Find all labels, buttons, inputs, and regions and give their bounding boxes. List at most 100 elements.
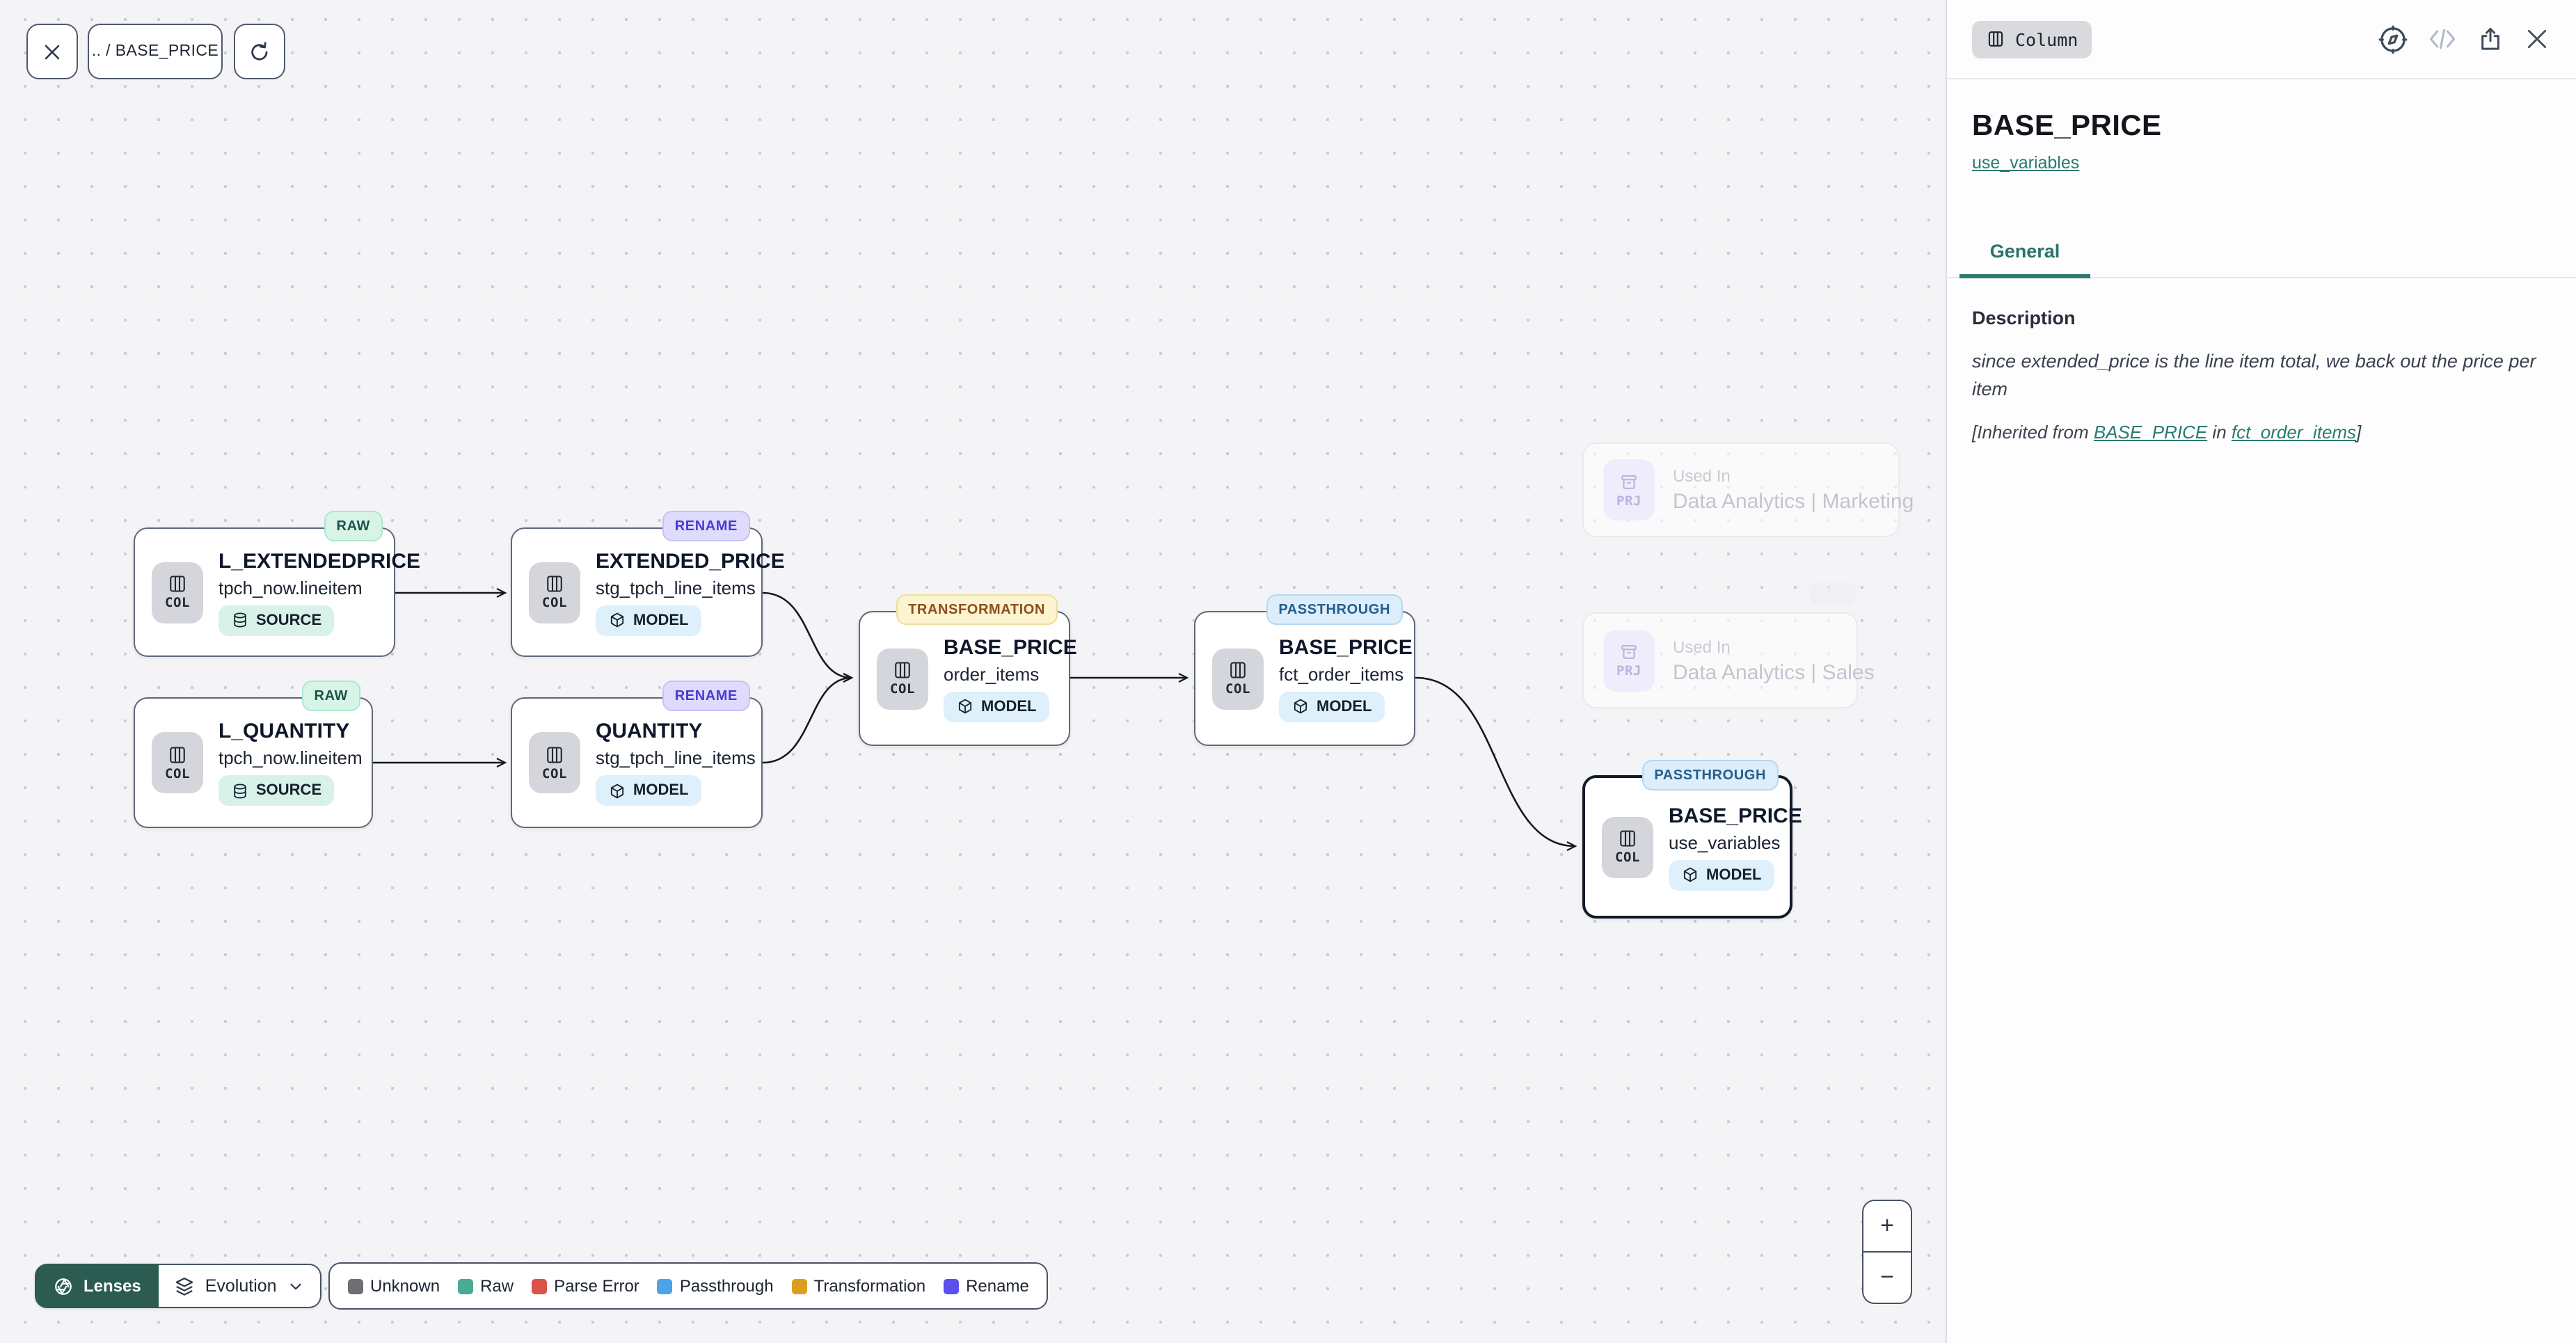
close-panel-button[interactable] [2523,25,2551,53]
cube-icon [1683,867,1697,882]
description-inherited: [Inherited from BASE_PRICE in fct_order_… [1972,421,2551,442]
model-link[interactable]: use_variables [1972,153,2080,173]
model-chip: MODEL [596,775,701,806]
legend-label: Passthrough [679,1276,774,1296]
entity-type-badge: Column [1972,20,2092,58]
zoom-out-button[interactable]: − [1863,1251,1911,1303]
zoom-in-button[interactable]: + [1880,1212,1894,1239]
column-kind-badge: COL [152,562,203,623]
node-type-badge: RENAME [662,681,750,711]
inherited-model-link[interactable]: fct_order_items [2231,421,2357,442]
legend-swatch [532,1278,548,1294]
code-icon [2429,29,2456,49]
node-title: BASE_PRICE [1279,635,1413,659]
project-kind-badge: PRJ [1603,459,1655,520]
legend-swatch [348,1278,363,1294]
column-kind-badge: COL [1602,816,1653,877]
ghost-type-badge [1809,583,1857,604]
panel-subtitle: use_variables [1972,153,2551,173]
view-code-button[interactable] [2427,24,2458,54]
node-quantity[interactable]: RENAME COL QUANTITY stg_tpch_line_items … [511,681,763,828]
chip-label: MODEL [633,612,689,628]
columns-icon [170,575,185,592]
edge [762,591,854,683]
node-base-price-use-variables[interactable]: PASSTHROUGH COL BASE_PRICE use_variables… [1582,760,1802,919]
node-base-price-order-items[interactable]: TRANSFORMATION COL BASE_PRICE order_item… [859,594,1077,746]
column-kind-badge: COL [1212,648,1264,709]
compass-icon [2378,24,2408,54]
share-button[interactable] [2476,24,2505,54]
node-subtitle: stg_tpch_line_items [596,747,756,768]
project-kind-badge: PRJ [1603,630,1655,691]
node-subtitle: use_variables [1669,832,1781,852]
node-type-badge: RAW [324,511,383,541]
legend-swatch [791,1278,807,1294]
column-kind-badge: COL [152,732,203,793]
node-subtitle: stg_tpch_line_items [596,577,756,598]
chevron-down-icon [290,1282,301,1289]
columns-icon [1620,830,1635,847]
zoom-controls: + − [1862,1200,1912,1304]
database-icon [234,612,246,628]
panel-body: BASE_PRICE use_variables General Descrip… [1947,110,2576,442]
ghost-node-marketing[interactable]: PRJ Used In Data Analytics | Marketing [1582,443,1914,537]
node-title: L_QUANTITY [218,720,350,743]
node-title: EXTENDED_PRICE [596,549,785,573]
node-base-price-fct-order-items[interactable]: PASSTHROUGH COL BASE_PRICE fct_order_ite… [1194,594,1415,746]
node-l-quantity[interactable]: RAW COL L_QUANTITY tpch_now.lineitem SOU… [134,681,373,828]
description-text: since extended_price is the line item to… [1972,351,2536,400]
breadcrumb[interactable]: .. / BASE_PRICE [88,24,223,79]
node-title: QUANTITY [596,720,703,743]
chip-label: MODEL [633,782,689,799]
ghost-project-name: Data Analytics | Marketing [1673,490,1914,514]
node-l-extendedprice[interactable]: RAW COL L_EXTENDEDPRICE tpch_now.lineite… [134,511,420,657]
layers-icon [176,1277,194,1295]
kind-label: COL [164,596,191,611]
model-chip: MODEL [1669,859,1774,890]
refresh-button[interactable] [234,24,285,79]
inherited-middle: in [2207,421,2232,442]
ghost-node-sales[interactable]: PRJ Used In Data Analytics | Sales [1582,612,1875,708]
ghost-used-in-label: Used In [1673,637,1731,656]
legend-item: Unknown [348,1276,440,1296]
lenses-button[interactable]: Lenses [35,1264,159,1308]
column-kind-badge: COL [529,562,580,623]
node-type-badge: RENAME [662,511,750,541]
cube-icon [610,612,624,628]
legend-item: Transformation [791,1276,926,1296]
edge [762,673,854,764]
column-kind-badge: COL [529,732,580,793]
breadcrumb-label: .. / BASE_PRICE [91,43,219,60]
columns-icon [547,746,562,763]
cube-icon [958,699,972,714]
close-lineage-button[interactable] [26,24,78,79]
chip-label: MODEL [981,698,1037,715]
legend-swatch [458,1278,474,1294]
node-subtitle: order_items [944,663,1040,684]
node-title: BASE_PRICE [944,635,1077,659]
legend-item: Parse Error [532,1276,639,1296]
description-heading: Description [1972,308,2076,328]
legend-label: Parse Error [554,1276,639,1296]
panel-tabs: General [1947,230,2576,278]
cube-icon [1294,699,1307,714]
panel-header: Column [1947,0,2576,79]
tab-general[interactable]: General [1959,230,2090,278]
node-extended-price[interactable]: RENAME COL EXTENDED_PRICE stg_tpch_line_… [511,511,785,657]
kind-label: COL [541,766,568,781]
inherited-suffix: ] [2356,421,2362,442]
aperture-icon [55,1278,72,1294]
columns-icon [1230,662,1246,678]
chip-label: MODEL [1706,866,1762,883]
source-chip: SOURCE [218,775,335,806]
node-type-badge: RAW [301,681,360,711]
inherited-prefix: [Inherited from [1972,421,2094,442]
lens-selector[interactable]: Evolution [159,1264,321,1308]
details-panel: Column BASE_PRICE use_variables [1946,0,2576,1343]
legend-swatch [657,1278,673,1294]
explore-button[interactable] [2377,23,2409,55]
legend-item: Rename [944,1276,1029,1296]
node-type-badge: PASSTHROUGH [1641,760,1779,790]
legend-label: Transformation [813,1276,926,1296]
inherited-column-link[interactable]: BASE_PRICE [2093,421,2208,442]
